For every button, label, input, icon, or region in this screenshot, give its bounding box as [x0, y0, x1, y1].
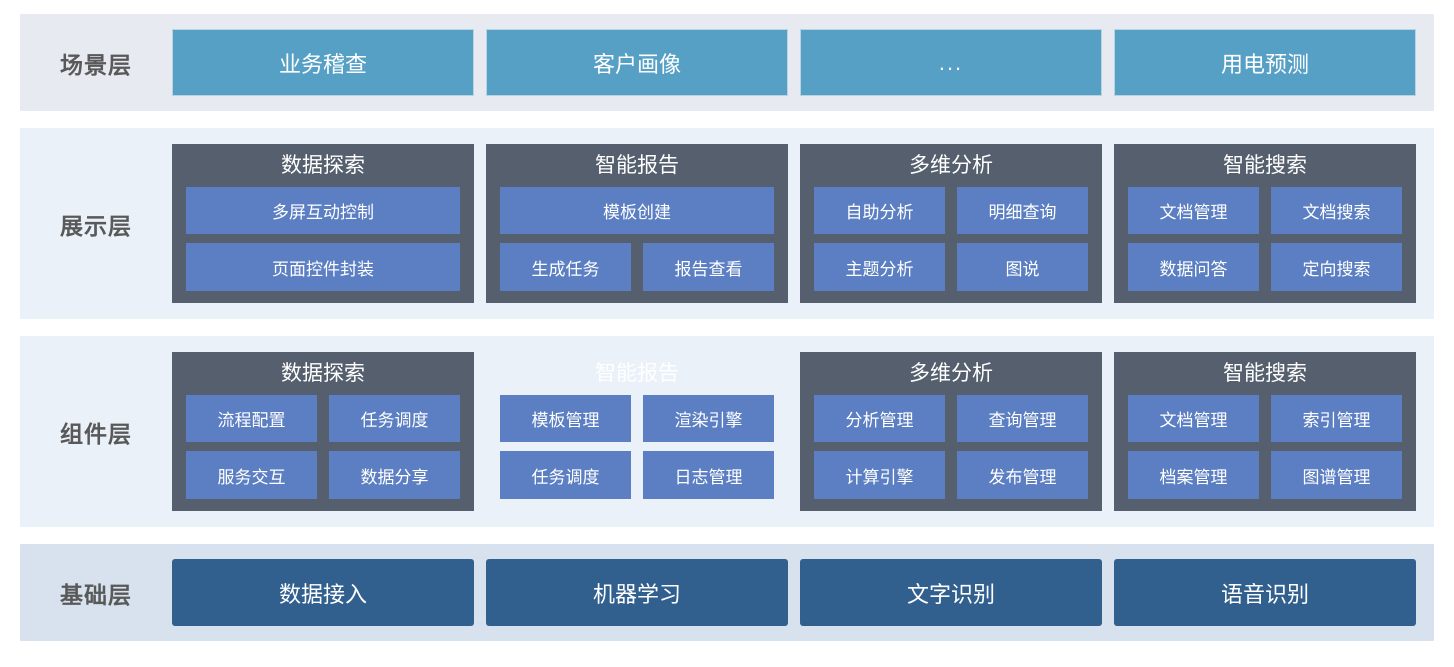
group-chip-rows: 分析管理 查询管理 计算引擎 发布管理: [814, 394, 1088, 500]
chip[interactable]: 模板管理: [500, 394, 631, 443]
chip[interactable]: 分析管理: [814, 394, 945, 443]
group-chip-row: 档案管理 图谱管理: [1128, 451, 1402, 500]
foundation-card-2[interactable]: 机器学习: [486, 559, 788, 626]
group-chip-rows: 流程配置 任务调度 服务交互 数据分享: [186, 394, 460, 500]
chip[interactable]: 档案管理: [1128, 451, 1259, 500]
group-chip-row: 数据问答 定向搜索: [1128, 243, 1402, 292]
chip[interactable]: 索引管理: [1271, 394, 1402, 443]
layer-label-component: 组件层: [60, 420, 132, 447]
scene-card-1[interactable]: 业务稽查: [172, 29, 474, 96]
layer-row-foundation: 基础层 数据接入 机器学习 文字识别 语音识别: [20, 544, 1434, 641]
chip[interactable]: 任务调度: [500, 451, 631, 500]
chip[interactable]: 数据问答: [1128, 243, 1259, 292]
chip[interactable]: 图说: [957, 243, 1088, 292]
group-chip-row: 计算引擎 发布管理: [814, 451, 1088, 500]
group-chip-row: 模板管理 渲染引擎: [500, 394, 774, 443]
chip[interactable]: 图谱管理: [1271, 451, 1402, 500]
group-title: 多维分析: [909, 154, 993, 177]
group-chip-rows: 文档管理 文档搜索 数据问答 定向搜索: [1128, 186, 1402, 292]
chip[interactable]: 文档搜索: [1271, 186, 1402, 235]
group-chip-row: 任务调度 日志管理: [500, 451, 774, 500]
chip[interactable]: 报告查看: [643, 243, 774, 292]
layer-cards-presentation: 数据探索 多屏互动控制 页面控件封装 智能报告 模板创建: [172, 128, 1434, 319]
group-chip-row: 主题分析 图说: [814, 243, 1088, 292]
layer-label-scene: 场景层: [60, 51, 132, 78]
layer-cards-component: 数据探索 流程配置 任务调度 服务交互 数据分享 智能报告 模板管理: [172, 336, 1434, 527]
chip[interactable]: 主题分析: [814, 243, 945, 292]
group-chip-row: 多屏互动控制: [186, 186, 460, 235]
group-title: 智能报告: [595, 154, 679, 177]
group-chip-row: 分析管理 查询管理: [814, 394, 1088, 443]
chip[interactable]: 页面控件封装: [186, 243, 460, 292]
group-title: 智能报告: [595, 362, 679, 385]
group-title: 多维分析: [909, 362, 993, 385]
chip[interactable]: 定向搜索: [1271, 243, 1402, 292]
chip[interactable]: 文档管理: [1128, 394, 1259, 443]
chip[interactable]: 明细查询: [957, 186, 1088, 235]
group-card-presentation-data-exploration[interactable]: 数据探索 多屏互动控制 页面控件封装: [172, 144, 474, 303]
layer-cards-scene: 业务稽查 客户画像 ... 用电预测: [172, 14, 1434, 111]
group-chip-row: 文档管理 索引管理: [1128, 394, 1402, 443]
chip[interactable]: 查询管理: [957, 394, 1088, 443]
chip[interactable]: 日志管理: [643, 451, 774, 500]
group-card-component-smart-search[interactable]: 智能搜索 文档管理 索引管理 档案管理 图谱管理: [1114, 352, 1416, 511]
group-title: 智能搜索: [1223, 362, 1307, 385]
group-chip-row: 文档管理 文档搜索: [1128, 186, 1402, 235]
group-chip-row: 自助分析 明细查询: [814, 186, 1088, 235]
group-title: 数据探索: [281, 362, 365, 385]
chip[interactable]: 计算引擎: [814, 451, 945, 500]
chip[interactable]: 任务调度: [329, 394, 460, 443]
group-chip-rows: 模板管理 渲染引擎 任务调度 日志管理: [500, 394, 774, 500]
chip[interactable]: 发布管理: [957, 451, 1088, 500]
group-chip-row: 模板创建: [500, 186, 774, 235]
group-title: 数据探索: [281, 154, 365, 177]
layer-cards-foundation: 数据接入 机器学习 文字识别 语音识别: [172, 544, 1434, 641]
group-card-presentation-multidim-analysis[interactable]: 多维分析 自助分析 明细查询 主题分析 图说: [800, 144, 1102, 303]
scene-card-3-more[interactable]: ...: [800, 29, 1102, 96]
scene-card-4[interactable]: 用电预测: [1114, 29, 1416, 96]
foundation-card-4[interactable]: 语音识别: [1114, 559, 1416, 626]
group-chip-rows: 文档管理 索引管理 档案管理 图谱管理: [1128, 394, 1402, 500]
layer-row-scene: 场景层 业务稽查 客户画像 ... 用电预测: [20, 14, 1434, 111]
chip[interactable]: 模板创建: [500, 186, 774, 235]
chip[interactable]: 自助分析: [814, 186, 945, 235]
group-chip-row: 流程配置 任务调度: [186, 394, 460, 443]
chip[interactable]: 渲染引擎: [643, 394, 774, 443]
chip[interactable]: 服务交互: [186, 451, 317, 500]
chip[interactable]: 多屏互动控制: [186, 186, 460, 235]
chip[interactable]: 生成任务: [500, 243, 631, 292]
layer-label-foundation: 基础层: [60, 581, 132, 608]
layer-label-presentation: 展示层: [60, 212, 132, 239]
group-chip-rows: 模板创建 生成任务 报告查看: [500, 186, 774, 292]
group-title: 智能搜索: [1223, 154, 1307, 177]
foundation-card-1[interactable]: 数据接入: [172, 559, 474, 626]
group-chip-rows: 自助分析 明细查询 主题分析 图说: [814, 186, 1088, 292]
chip[interactable]: 数据分享: [329, 451, 460, 500]
group-card-component-smart-report[interactable]: 智能报告 模板管理 渲染引擎 任务调度 日志管理: [486, 352, 788, 511]
group-chip-row: 生成任务 报告查看: [500, 243, 774, 292]
group-card-component-data-exploration[interactable]: 数据探索 流程配置 任务调度 服务交互 数据分享: [172, 352, 474, 511]
group-card-component-multidim-analysis[interactable]: 多维分析 分析管理 查询管理 计算引擎 发布管理: [800, 352, 1102, 511]
group-chip-rows: 多屏互动控制 页面控件封装: [186, 186, 460, 292]
group-chip-row: 页面控件封装: [186, 243, 460, 292]
chip[interactable]: 流程配置: [186, 394, 317, 443]
layer-row-component: 组件层 数据探索 流程配置 任务调度 服务交互 数据分享 智能报告: [20, 336, 1434, 527]
group-chip-row: 服务交互 数据分享: [186, 451, 460, 500]
layer-row-presentation: 展示层 数据探索 多屏互动控制 页面控件封装 智能报告 模板创建: [20, 128, 1434, 319]
foundation-card-3[interactable]: 文字识别: [800, 559, 1102, 626]
scene-card-2[interactable]: 客户画像: [486, 29, 788, 96]
group-card-presentation-smart-search[interactable]: 智能搜索 文档管理 文档搜索 数据问答 定向搜索: [1114, 144, 1416, 303]
chip[interactable]: 文档管理: [1128, 186, 1259, 235]
group-card-presentation-smart-report[interactable]: 智能报告 模板创建 生成任务 报告查看: [486, 144, 788, 303]
